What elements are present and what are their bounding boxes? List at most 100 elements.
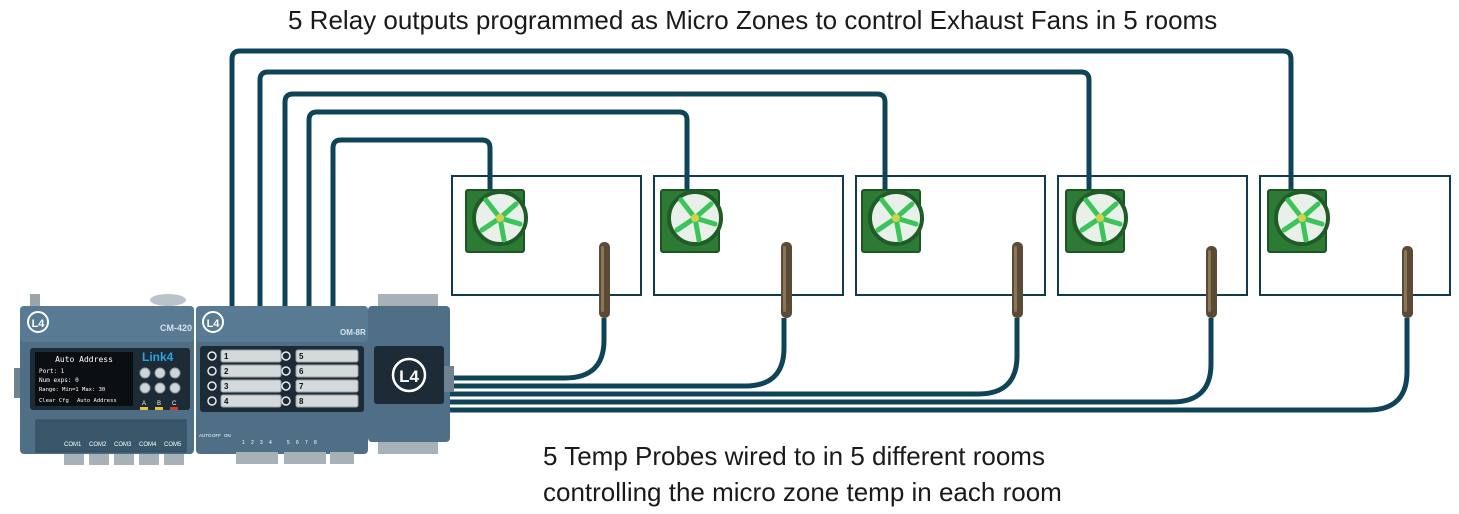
om8r-relay-module: L4 OM-8R	[196, 306, 368, 464]
keypad-button[interactable]	[139, 382, 151, 394]
exhaust-fan-icon	[861, 189, 924, 253]
relay-label-2: 2	[224, 367, 229, 376]
relay-switch-icon	[281, 366, 291, 376]
fans	[465, 189, 1330, 253]
relay-wire-1	[330, 137, 493, 310]
relay-button-3[interactable]	[220, 379, 282, 393]
room-4	[1057, 175, 1248, 296]
terminal-label: 7	[305, 440, 308, 446]
screen-line-2: Num exps: 0	[39, 377, 79, 384]
om8r-logo: L4	[207, 318, 221, 330]
relay-button-2[interactable]	[220, 364, 282, 378]
exhaust-fan-icon	[465, 189, 528, 253]
relay-label-1: 1	[224, 352, 229, 361]
probe-wire-5	[450, 318, 1410, 413]
bottom-caption: 5 Temp Probes wired to in 5 different ro…	[543, 438, 1062, 510]
relay-label-8: 8	[299, 397, 304, 406]
relay-terminal-block[interactable]	[330, 452, 354, 464]
relay-switches: 1 2 3 4 5 6 7 8	[207, 349, 359, 408]
exhaust-fan-icon	[1065, 189, 1128, 253]
room-2	[653, 175, 844, 296]
relay-label-4: 4	[224, 397, 229, 406]
room-1	[451, 175, 642, 296]
led-label-a: A	[142, 401, 146, 407]
port-label-com3: COM3	[114, 442, 132, 448]
keypad-button[interactable]	[169, 367, 181, 379]
terminal-label: 6	[296, 440, 299, 446]
relay-button-6[interactable]	[295, 364, 359, 378]
room-3	[855, 175, 1046, 296]
om8r-model-label: OM-8R	[340, 328, 366, 337]
relay-label-6: 6	[299, 367, 304, 376]
com-terminal[interactable]	[164, 454, 184, 465]
screen-line-1: Port: 1	[39, 368, 65, 375]
relay-switch-icon	[207, 351, 217, 361]
probes	[599, 242, 1413, 318]
relay-wire-4	[257, 69, 1092, 310]
port-label-com1: COM1	[64, 442, 82, 448]
temp-probe-icon	[599, 242, 610, 318]
mode-label-on: ON	[224, 433, 231, 438]
keypad	[139, 367, 181, 394]
com-terminal[interactable]	[139, 454, 159, 465]
temp-probe-icon	[781, 242, 792, 318]
probe-wire-3	[450, 318, 1020, 397]
temp-probe-icon	[1402, 246, 1413, 318]
terminal-label: 1	[242, 440, 245, 446]
exhaust-fan-icon	[1267, 189, 1330, 253]
probe-wire-2	[450, 318, 787, 389]
relay-wires	[229, 48, 1294, 310]
relay-switch-icon	[281, 351, 291, 361]
relay-switch-icon	[207, 366, 217, 376]
probe-wires	[450, 318, 1410, 413]
com-terminals	[64, 454, 184, 465]
relay-switch-icon	[281, 396, 291, 406]
relay-label-5: 5	[299, 352, 304, 361]
port-label-com5: COM5	[164, 442, 182, 448]
relay-wire-2	[306, 109, 690, 310]
relay-switch-icon	[281, 381, 291, 391]
relay-terminal-block[interactable]	[284, 452, 326, 464]
com-terminal[interactable]	[114, 454, 134, 465]
bottom-caption-line2: controlling the micro zone temp in each …	[543, 477, 1062, 507]
keypad-button[interactable]	[169, 382, 181, 394]
com-terminal[interactable]	[89, 454, 109, 465]
terminal-label: 8	[314, 440, 317, 446]
probe-wire-1	[450, 318, 607, 381]
relay-terminal-block[interactable]	[236, 452, 278, 464]
expansion-logo: L4	[399, 367, 419, 386]
keypad-button[interactable]	[154, 367, 166, 379]
port-label-com2: COM2	[89, 442, 107, 448]
keypad-button[interactable]	[154, 382, 166, 394]
com-terminal[interactable]	[64, 454, 84, 465]
mode-label-auto: AUTO	[199, 433, 212, 438]
temp-probe-icon	[1012, 242, 1023, 318]
relay-wire-5	[229, 48, 1294, 310]
rooms	[451, 175, 1451, 296]
relay-button-8[interactable]	[295, 394, 359, 408]
keypad-button[interactable]	[139, 367, 151, 379]
led-label-c: C	[172, 401, 177, 407]
cm420-controller: L4 CM-420 Auto Address Port: 1 Num exps:…	[14, 294, 194, 465]
relay-button-1[interactable]	[220, 349, 282, 363]
relay-label-7: 7	[299, 382, 304, 391]
relay-button-4[interactable]	[220, 394, 282, 408]
terminal-label: 2	[251, 440, 254, 446]
screen-line-3: Range: Min=1 Max: 30	[39, 387, 105, 393]
cm420-logo: L4	[32, 318, 46, 330]
probe-wire-4	[450, 318, 1214, 405]
relay-button-5[interactable]	[295, 349, 359, 363]
screen-footer-right: Auto Address	[77, 398, 117, 404]
screen-footer-left: Clear Cfg	[39, 398, 69, 404]
top-caption: 5 Relay outputs programmed as Micro Zone…	[288, 5, 1218, 35]
relay-wire-3	[282, 91, 888, 310]
relay-button-7[interactable]	[295, 379, 359, 393]
terminal-label: 5	[287, 440, 290, 446]
relay-switch-icon	[207, 396, 217, 406]
port-label-com4: COM4	[139, 442, 157, 448]
bottom-caption-line1: 5 Temp Probes wired to in 5 different ro…	[543, 441, 1045, 471]
led-label-b: B	[157, 401, 161, 407]
expansion-module: L4	[368, 294, 454, 454]
temp-probe-icon	[1206, 246, 1217, 318]
